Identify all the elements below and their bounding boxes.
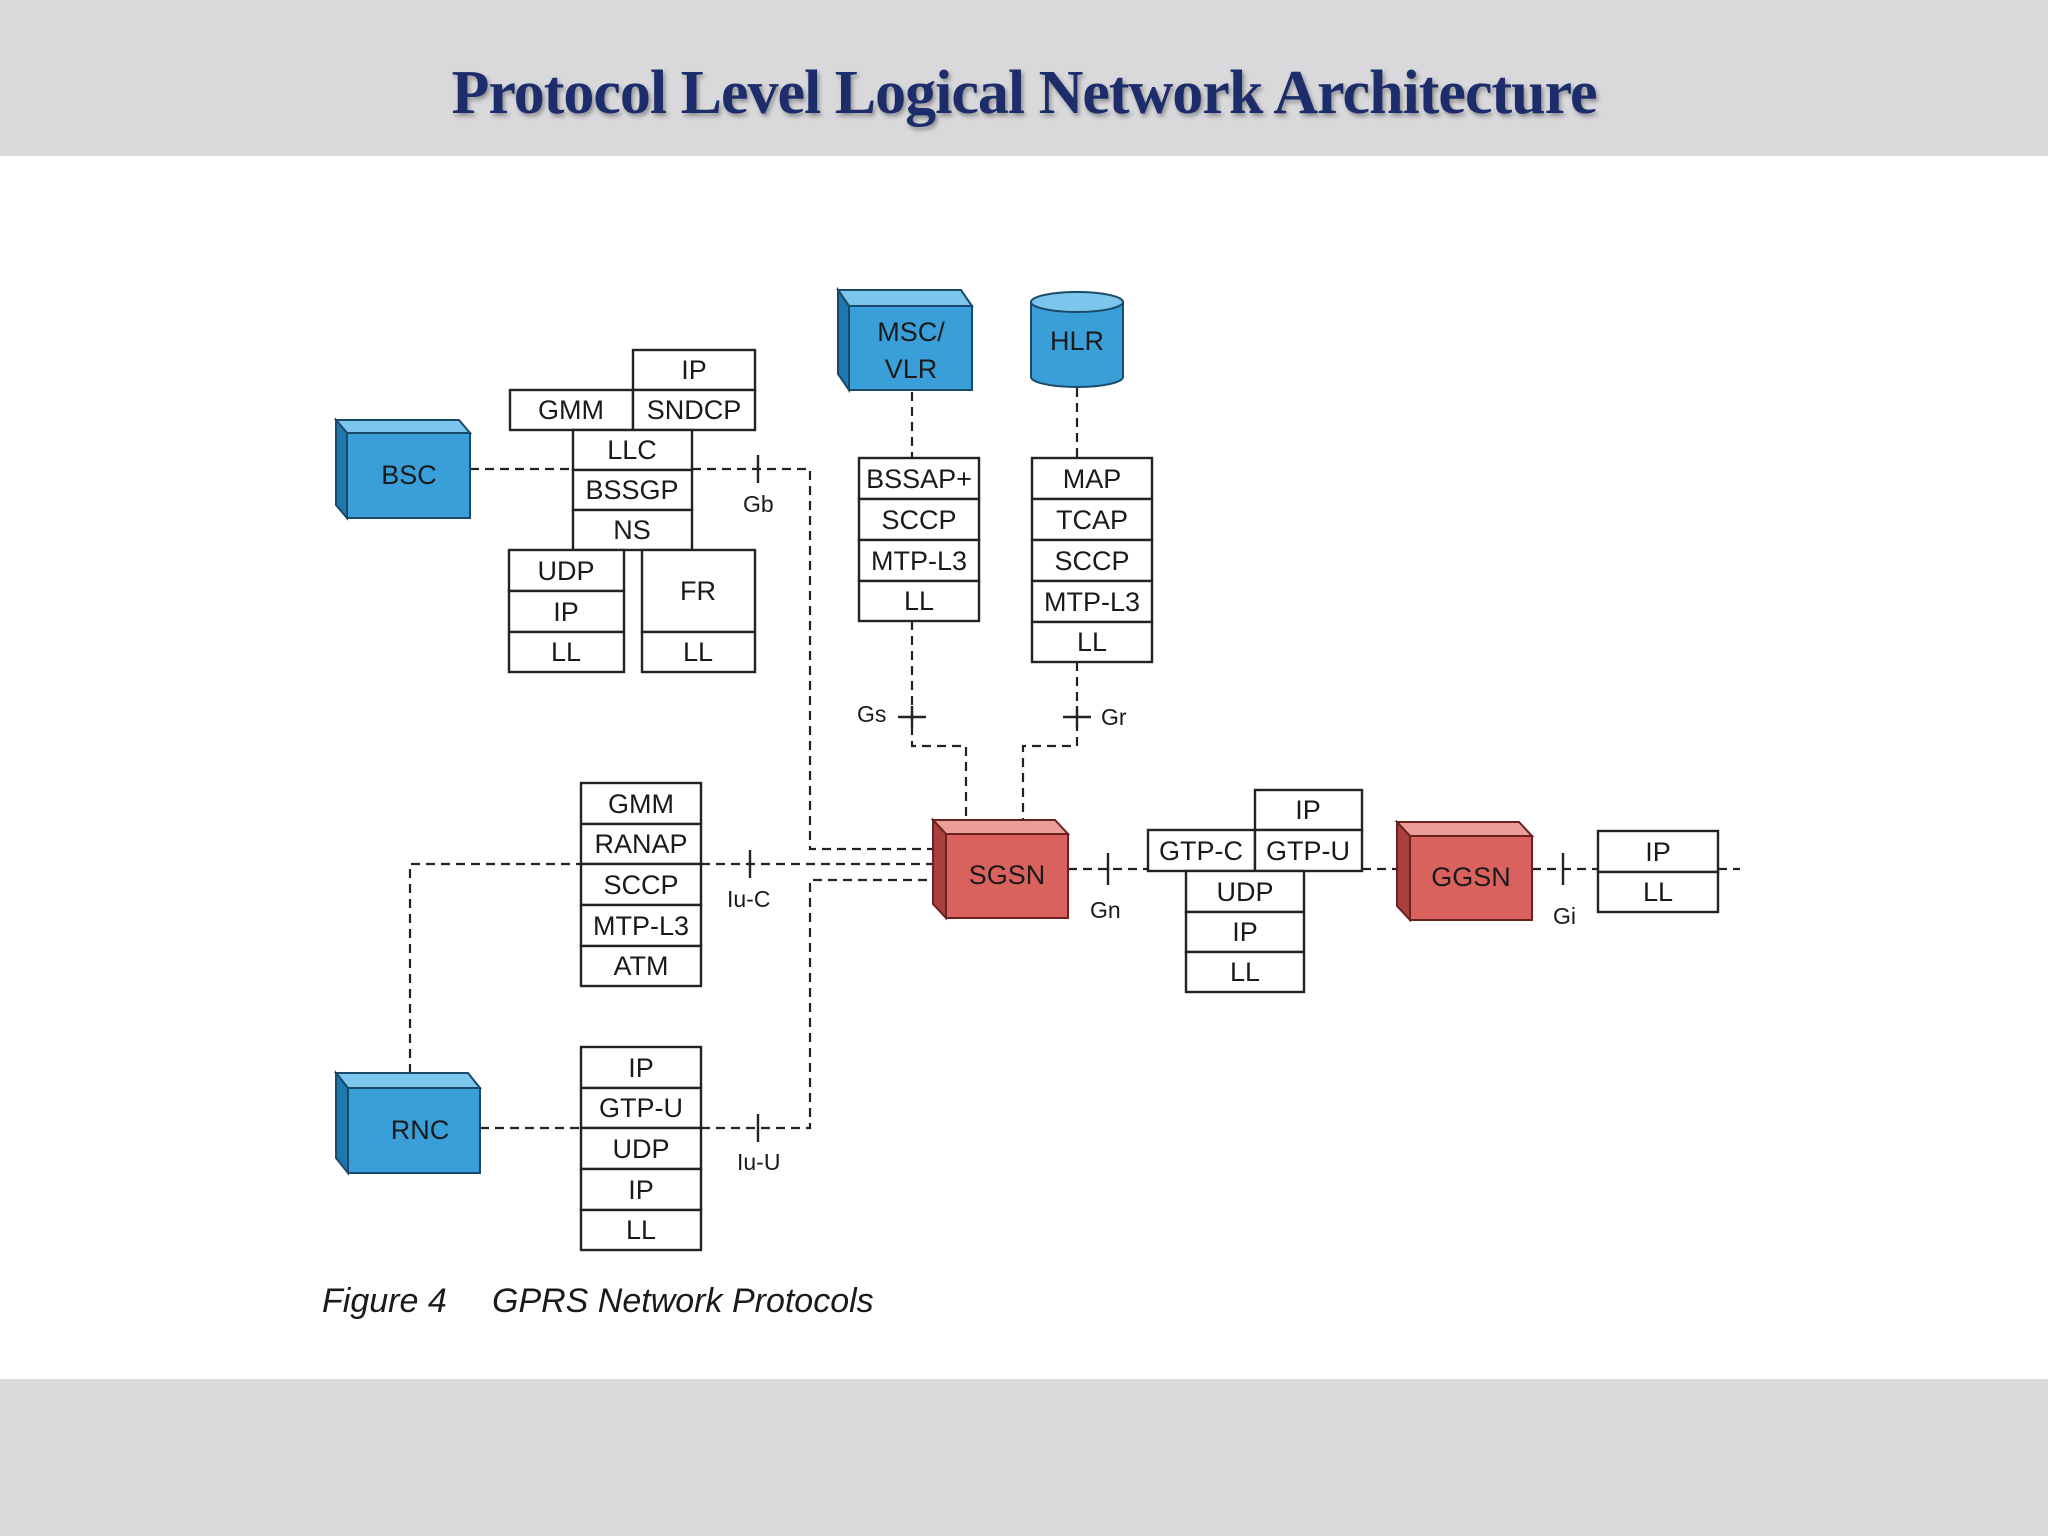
layer-mtp-l3: MTP-L3 [871, 546, 967, 576]
layer-gmm: GMM [538, 395, 604, 425]
layer-mtp-l3: MTP-L3 [593, 911, 689, 941]
node-sgsn: SGSN [930, 817, 1071, 921]
protocol-stack-gs: BSSAP+ SCCP MTP-L3 LL [857, 456, 981, 623]
layer-ll: LL [904, 586, 934, 616]
layer-ll: LL [1077, 627, 1107, 657]
layer-ll: LL [1643, 877, 1673, 907]
layer-llc: LLC [607, 435, 657, 465]
node-hlr: HLR [1030, 291, 1124, 388]
protocol-stack-gb: IP GMM SNDCP LLC BSSGP NS UDP IP LL FR L… [507, 348, 757, 674]
protocol-stack-gi: IP LL [1596, 829, 1720, 914]
footer-band [0, 1379, 2048, 1536]
node-label-rnc: RNC [391, 1115, 450, 1145]
interface-label-gi: Gi [1553, 903, 1576, 929]
figure-number: Figure 4 [322, 1282, 447, 1320]
connection-lines [408, 388, 1740, 1130]
protocol-stack-gr: MAP TCAP SCCP MTP-L3 LL [1030, 456, 1154, 664]
layer-ll: LL [683, 637, 713, 667]
protocol-stack-iuc: GMM RANAP SCCP MTP-L3 ATM [579, 781, 703, 988]
node-label-bsc: BSC [381, 460, 437, 490]
node-label-sgsn: SGSN [969, 860, 1046, 890]
layer-gtp-u: GTP-U [599, 1093, 683, 1123]
interface-label-iuc: Iu-C [727, 886, 770, 912]
layer-ip: IP [681, 355, 707, 385]
layer-sccp: SCCP [881, 505, 956, 535]
protocol-stack-gn: IP GTP-C GTP-U UDP IP LL [1146, 788, 1364, 994]
layer-ip: IP [1232, 917, 1258, 947]
layer-sccp: SCCP [1054, 546, 1129, 576]
node-label-vlr: VLR [885, 354, 938, 384]
interface-label-gb: Gb [743, 491, 774, 517]
layer-ip: IP [553, 597, 579, 627]
figure-caption: GPRS Network Protocols [492, 1282, 874, 1320]
node-bsc: BSC [333, 417, 473, 521]
layer-gmm: GMM [608, 789, 674, 819]
layer-gtp-u: GTP-U [1266, 836, 1350, 866]
title-band [0, 0, 2048, 156]
node-label-msc: MSC/ [877, 317, 945, 347]
interface-label-gr: Gr [1101, 704, 1127, 730]
layer-ip: IP [628, 1175, 654, 1205]
layer-tcap: TCAP [1056, 505, 1128, 535]
slide-title: Protocol Level Logical Network Architect… [451, 59, 1597, 127]
layer-ll: LL [626, 1215, 656, 1245]
node-rnc: RNC [333, 1070, 483, 1176]
layer-sndcp: SNDCP [647, 395, 742, 425]
node-label-hlr: HLR [1050, 326, 1104, 356]
node-label-ggsn: GGSN [1431, 862, 1511, 892]
layer-ip: IP [1295, 795, 1321, 825]
layer-udp: UDP [537, 556, 594, 586]
layer-ll: LL [1230, 957, 1260, 987]
layer-mtp-l3: MTP-L3 [1044, 587, 1140, 617]
layer-udp: UDP [612, 1134, 669, 1164]
layer-udp: UDP [1216, 877, 1273, 907]
interface-markers: Gb Gs Gr Iu-C Iu-U Gn Gi [727, 455, 1576, 1175]
layer-fr: FR [680, 576, 716, 606]
layer-map: MAP [1063, 464, 1122, 494]
layer-sccp: SCCP [603, 870, 678, 900]
layer-ranap: RANAP [594, 829, 687, 859]
node-msc-vlr: MSC/ VLR [836, 286, 974, 394]
interface-label-iuu: Iu-U [737, 1149, 780, 1175]
layer-ns: NS [613, 515, 651, 545]
layer-gtp-c: GTP-C [1159, 836, 1243, 866]
interface-label-gs: Gs [857, 701, 886, 727]
layer-ip: IP [1645, 837, 1671, 867]
layer-bssgp: BSSGP [585, 475, 678, 505]
layer-atm: ATM [614, 951, 669, 981]
layer-bssap-plus: BSSAP+ [866, 464, 972, 494]
layer-ll: LL [551, 637, 581, 667]
layer-ip: IP [628, 1053, 654, 1083]
interface-label-gn: Gn [1090, 897, 1121, 923]
protocol-stack-iuu: IP GTP-U UDP IP LL [579, 1045, 703, 1252]
node-ggsn: GGSN [1394, 819, 1535, 923]
